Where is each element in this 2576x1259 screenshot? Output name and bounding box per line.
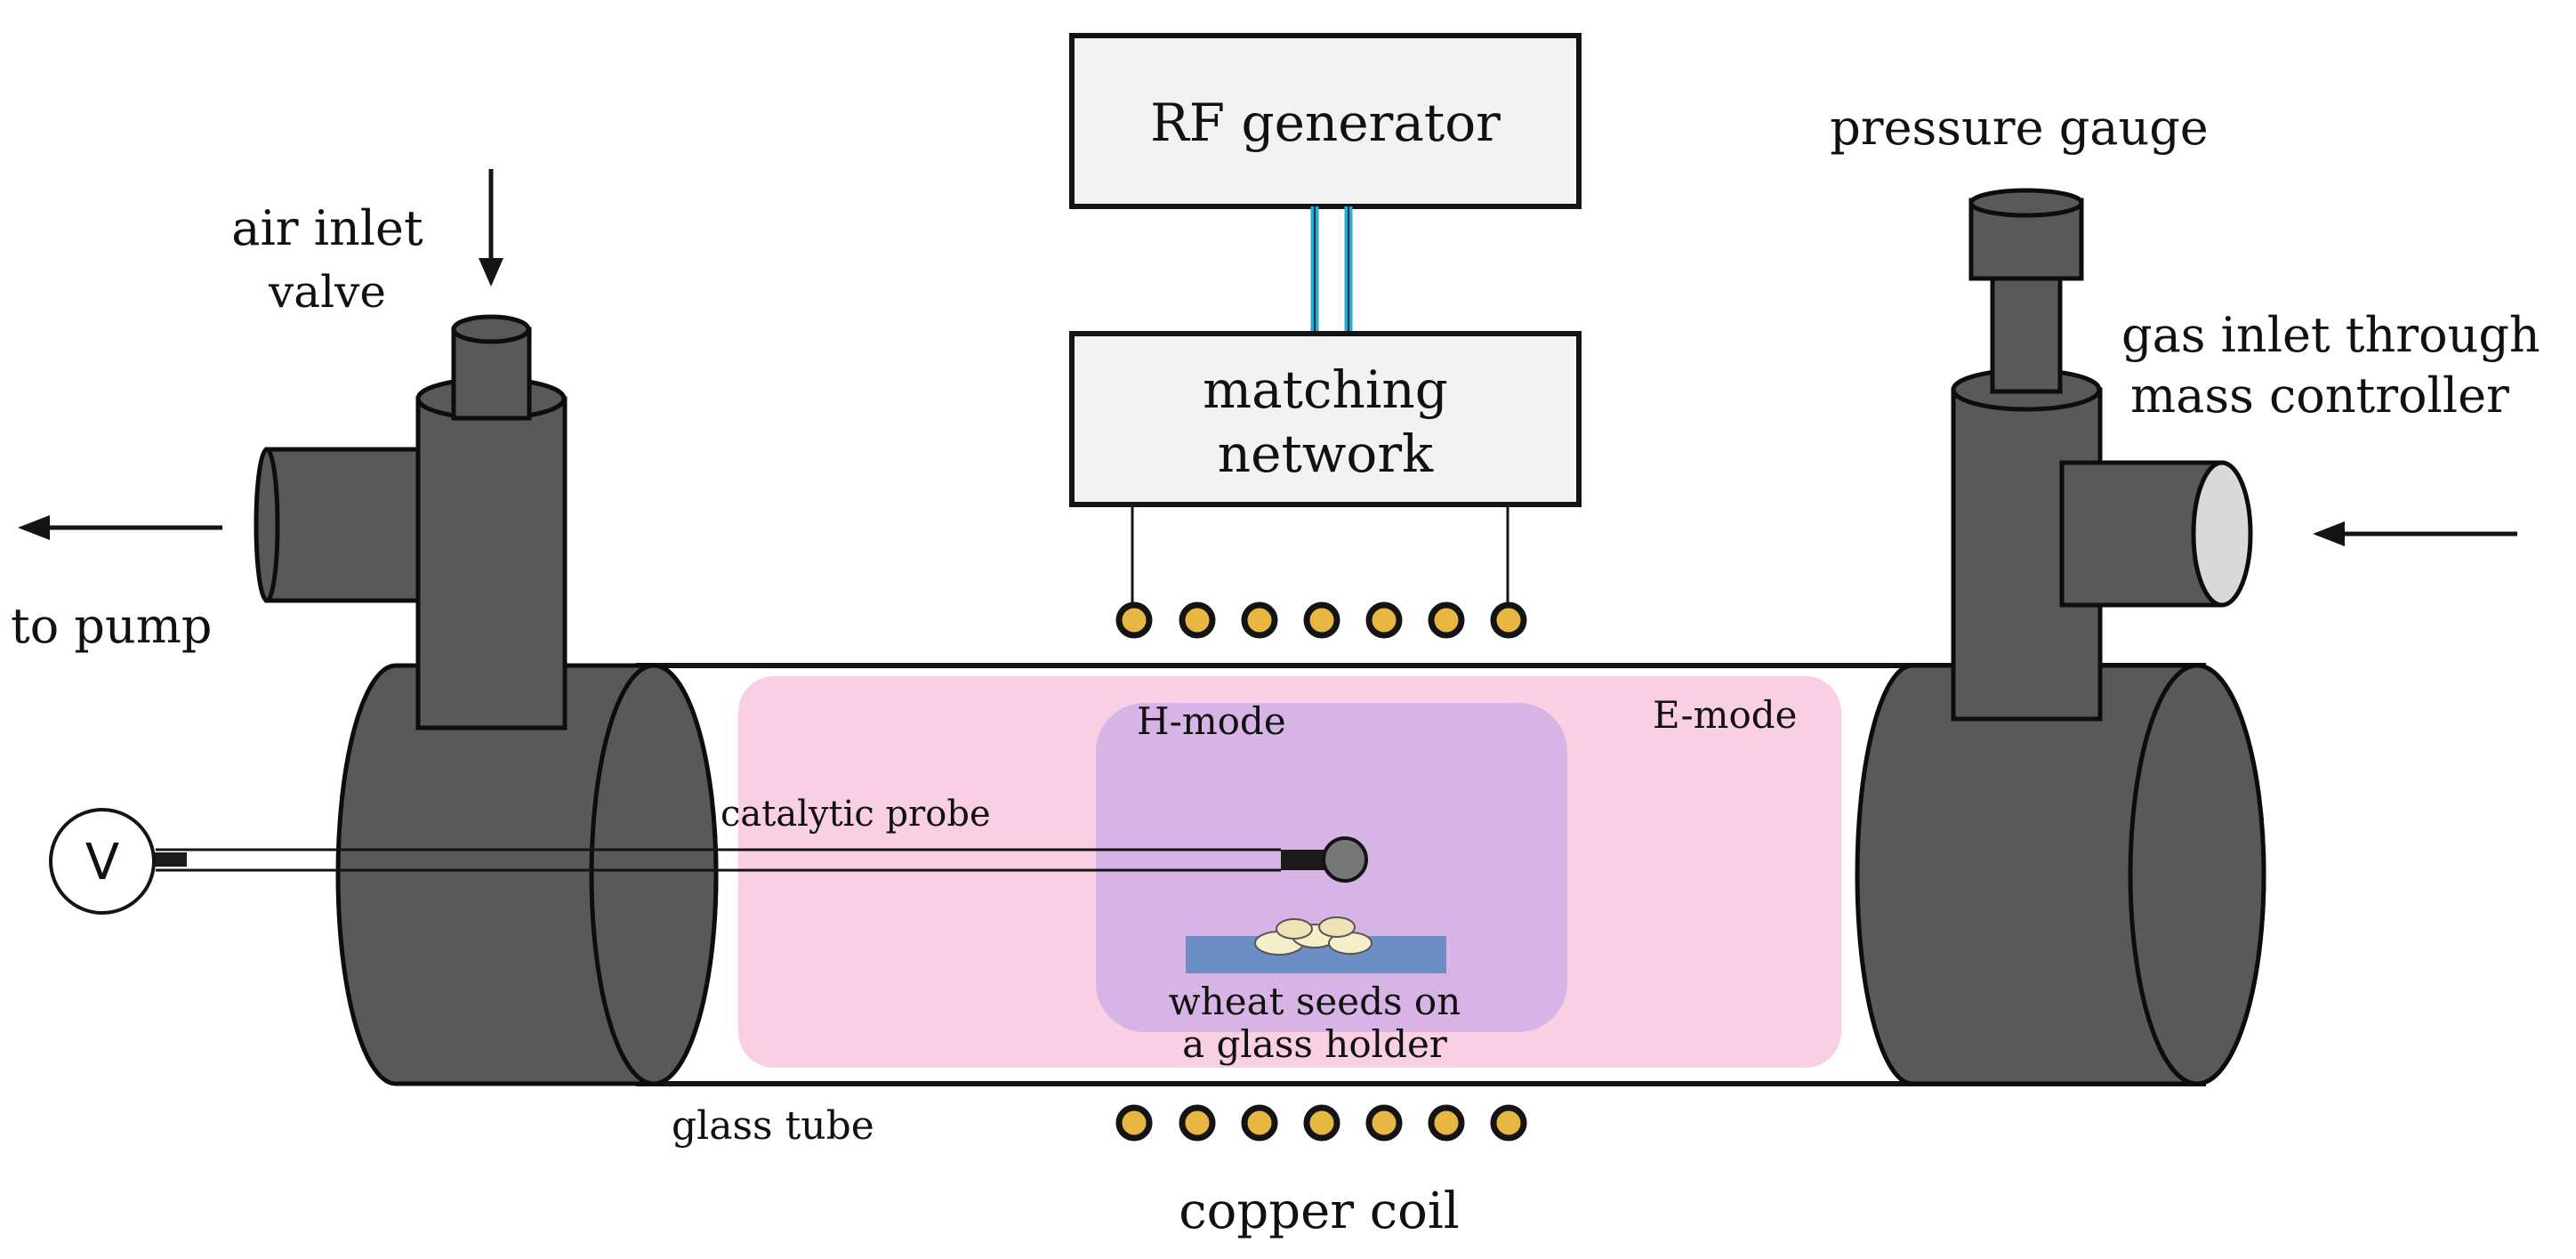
coil-turn bbox=[1365, 601, 1403, 639]
gas-inlet-arrow bbox=[2313, 521, 2517, 546]
coil-turn bbox=[1241, 601, 1278, 639]
coil-turn bbox=[1365, 1104, 1403, 1142]
coil-turn bbox=[1115, 601, 1153, 639]
matching-network-label: network bbox=[1218, 424, 1434, 484]
coil-turn bbox=[1428, 1104, 1465, 1142]
copper-coil-label: copper coil bbox=[1179, 1182, 1459, 1240]
coil-turn bbox=[1490, 601, 1527, 639]
gas-inlet-label: mass controller bbox=[2130, 367, 2509, 424]
air-inlet-arrow bbox=[479, 169, 503, 287]
coil-leads bbox=[1131, 504, 1509, 603]
coil-turn bbox=[1179, 1104, 1216, 1142]
wheat-seeds-label: wheat seeds on bbox=[1169, 980, 1461, 1023]
coil-turn bbox=[1490, 1104, 1527, 1142]
coil-turn bbox=[1179, 601, 1216, 639]
rf-cable bbox=[1310, 206, 1353, 334]
left-vacuum-chamber bbox=[254, 314, 719, 1086]
coil-turn bbox=[1115, 1104, 1153, 1142]
gas-inlet-label: gas inlet through bbox=[2121, 307, 2540, 363]
to-pump-arrow bbox=[18, 515, 222, 540]
right-vacuum-chamber bbox=[1855, 188, 2266, 1086]
wheat-seeds-label: a glass holder bbox=[1182, 1022, 1448, 1066]
to-pump-label: to pump bbox=[11, 598, 213, 654]
glass-tube-label: glass tube bbox=[672, 1103, 874, 1149]
e-mode-label: E-mode bbox=[1653, 693, 1797, 737]
h-mode-label: H-mode bbox=[1137, 699, 1286, 743]
air-inlet-valve-label: air inlet bbox=[231, 200, 423, 256]
matching-network-box bbox=[1069, 331, 1582, 507]
coil-turn bbox=[1428, 601, 1465, 639]
air-inlet-valve-label: valve bbox=[268, 266, 386, 318]
voltmeter bbox=[49, 808, 187, 915]
matching-network-label: matching bbox=[1203, 359, 1448, 420]
copper-coil-bottom bbox=[1115, 1104, 1527, 1142]
coil-turn bbox=[1241, 1104, 1278, 1142]
coil-turn bbox=[1303, 1104, 1340, 1142]
coil-turn bbox=[1303, 601, 1340, 639]
voltmeter-label: V bbox=[85, 834, 119, 892]
gas-inlet-port-opening bbox=[2191, 460, 2253, 608]
pressure-gauge-label: pressure gauge bbox=[1830, 100, 2209, 156]
catalytic-probe-label: catalytic probe bbox=[720, 794, 991, 835]
wheat-seeds bbox=[1254, 916, 1373, 956]
rf-generator-label: RF generator bbox=[1150, 93, 1501, 153]
catalytic-probe bbox=[156, 836, 1368, 883]
copper-coil-top bbox=[1115, 601, 1527, 639]
rf-generator-box bbox=[1069, 33, 1582, 209]
